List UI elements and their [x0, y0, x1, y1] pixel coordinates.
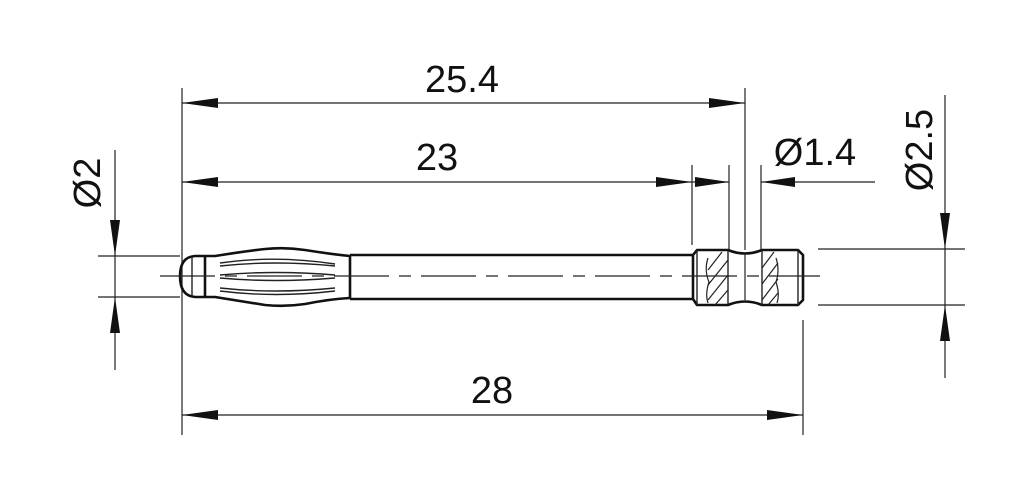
dimension-28: 28	[182, 370, 803, 420]
label-28: 28	[471, 370, 513, 412]
dimension-23: 23	[182, 137, 692, 187]
dimension-tip-diameter: Ø2	[67, 150, 120, 370]
label-diameter-1-4: Ø1.4	[774, 132, 856, 174]
dimension-25-4: 25.4	[182, 59, 745, 108]
extension-lines	[98, 88, 965, 435]
pin	[160, 246, 820, 308]
label-diameter-2-5: Ø2.5	[899, 109, 941, 191]
dimension-collar-diameter: Ø2.5	[899, 95, 950, 378]
section-hatching	[705, 251, 779, 306]
label-23: 23	[416, 137, 458, 179]
dimension-groove-diameter: Ø1.4	[692, 132, 875, 187]
label-diameter-2: Ø2	[67, 158, 109, 209]
label-25-4: 25.4	[425, 59, 499, 101]
